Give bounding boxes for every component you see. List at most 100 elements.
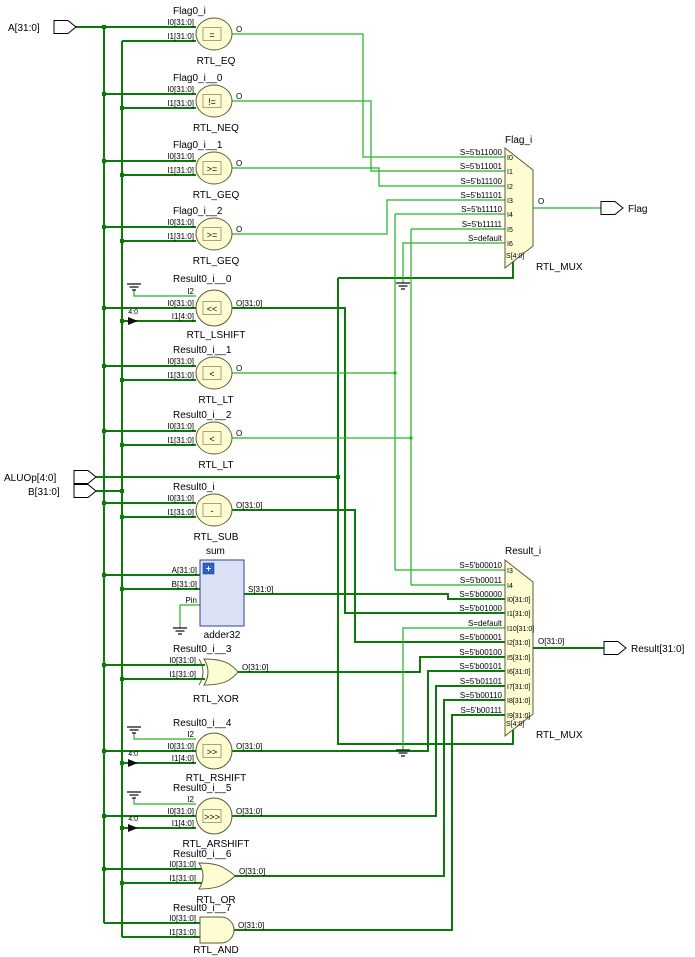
mux-select-label: S=5'b11001 xyxy=(460,162,503,171)
net-and-out[interactable] xyxy=(234,714,505,931)
block-rtl-lt-2[interactable]: Result0_i__2 < I0[31:0] I1[31:0] O RTL_L… xyxy=(167,410,242,471)
net-arshift-out[interactable] xyxy=(232,685,505,817)
block-rtl-arshift[interactable]: Result0_i__5 >>> I2 I0[31:0] I1[4:0] O[3… xyxy=(167,783,262,850)
output-port-icon[interactable] xyxy=(600,201,624,215)
op-symbol: < xyxy=(209,434,214,444)
pin-label-i0: I0[31:0] xyxy=(167,422,194,431)
pin-label-b: B[31:0] xyxy=(172,580,197,589)
block-rtl-rshift[interactable]: Result0_i__4 >> I2 I0[31:0] I1[4:0] O[31… xyxy=(167,718,262,784)
net-lshift-out[interactable] xyxy=(232,307,505,614)
net-gnd-lshift-i2[interactable] xyxy=(133,290,196,297)
net-lt2-out[interactable] xyxy=(232,228,505,586)
pin-label-o: O[31:0] xyxy=(538,637,564,646)
input-port-icon[interactable] xyxy=(73,470,97,484)
input-port-icon[interactable] xyxy=(73,484,97,498)
pin-label-o: O[31:0] xyxy=(242,663,268,672)
block-rtl-lt-1[interactable]: Result0_i__1 < I0[31:0] I1[31:0] O RTL_L… xyxy=(167,345,242,406)
op-body[interactable] xyxy=(195,421,233,455)
net-geq2-out[interactable] xyxy=(232,199,505,235)
block-rtl-lshift[interactable]: Result0_i__0 << I2 I0[31:0] I1[4:0] O[31… xyxy=(167,274,262,341)
pin-label-o: O[31:0] xyxy=(236,807,262,816)
mux-select-label: S=5'b01101 xyxy=(460,677,503,686)
op-body[interactable] xyxy=(195,151,233,185)
block-rtl-and[interactable]: Result0_i__7 I0[31:0] I1[31:0] O[31:0] R… xyxy=(169,903,264,956)
slice-arrow-icon xyxy=(128,759,138,767)
mux-body[interactable] xyxy=(504,146,534,270)
or-gate-body[interactable] xyxy=(198,862,236,890)
pin-label-i0: I0[31:0] xyxy=(167,85,194,94)
port-flag[interactable]: Flag xyxy=(600,201,647,216)
op-symbol: < xyxy=(209,369,214,379)
net-neq-out[interactable] xyxy=(232,100,505,172)
cell-type: RTL_RSHIFT xyxy=(186,773,246,784)
op-body[interactable] xyxy=(195,797,233,835)
port-label: ALUOp[4:0] xyxy=(4,473,56,484)
block-rtl-xor[interactable]: Result0_i__3 I0[31:0] I1[31:0] O[31:0] R… xyxy=(169,644,268,705)
net-sub-out[interactable] xyxy=(232,509,505,643)
mux-select-label: S=5'b11110 xyxy=(461,205,502,214)
pin-label-i1: I1[31:0] xyxy=(167,436,194,445)
net-lt1-out[interactable] xyxy=(232,213,505,571)
op-symbol: >= xyxy=(207,164,218,174)
net-geq1-out[interactable] xyxy=(232,167,505,187)
net-gnd-flagmux[interactable] xyxy=(402,242,505,283)
xor-back-arc xyxy=(198,658,204,686)
pin-label-i0: I0[31:0] xyxy=(167,742,194,751)
port-a[interactable]: A[31:0] xyxy=(8,20,77,35)
pin-label-i2: I2 xyxy=(187,287,194,296)
ground-icon xyxy=(396,749,410,757)
op-body[interactable] xyxy=(195,493,233,527)
net-gnd-resultmux[interactable] xyxy=(402,627,505,750)
port-aluop[interactable]: ALUOp[4:0] xyxy=(4,470,97,485)
block-rtl-geq-1[interactable]: Flag0_i__1 >= I0[31:0] I1[31:0] O RTL_GE… xyxy=(167,140,242,201)
net-gnd-adder-cin[interactable] xyxy=(179,604,200,628)
xor-gate-body[interactable] xyxy=(203,658,239,686)
instance-name: Result0_i__3 xyxy=(173,644,232,655)
block-rtl-or[interactable]: Result0_i__6 I0[31:0] I1[31:0] O[31:0] R… xyxy=(169,849,265,906)
op-body[interactable] xyxy=(195,356,233,390)
net-eq-out[interactable] xyxy=(232,33,505,158)
op-symbol: >>> xyxy=(204,812,220,822)
pin-label-o: O xyxy=(236,364,242,373)
block-adder32[interactable]: sum + A[31:0] B[31:0] Pin S[31:0] adder3… xyxy=(172,546,274,641)
net-adder-sum[interactable] xyxy=(244,593,505,600)
pin-label-i0: I0[31:0] xyxy=(169,656,196,665)
input-port-icon[interactable] xyxy=(53,20,77,34)
port-b[interactable]: B[31:0] xyxy=(28,484,97,499)
block-rtl-geq-2[interactable]: Flag0_i__2 >= I0[31:0] I1[31:0] O RTL_GE… xyxy=(167,206,242,267)
mux-select-label: S=5'b11111 xyxy=(462,220,503,229)
block-rtl-eq[interactable]: Flag0_i = I0[31:0] I1[31:0] O RTL_EQ xyxy=(167,6,242,67)
mux-pin-label: I10[31:0] xyxy=(507,626,534,633)
net-xor-out[interactable] xyxy=(238,656,505,673)
net-rshift-out[interactable] xyxy=(232,670,505,752)
bus-slice-taps: 4:0 4:0 4:0 xyxy=(128,309,138,832)
net-or-out[interactable] xyxy=(235,699,505,877)
op-body[interactable] xyxy=(195,217,233,251)
net-gnd-arshift-i2[interactable] xyxy=(133,798,196,805)
op-body[interactable] xyxy=(195,289,233,327)
instance-name: sum xyxy=(206,546,225,557)
instance-name: Result0_i__1 xyxy=(173,345,232,356)
op-body[interactable] xyxy=(195,17,233,51)
block-rtl-sub[interactable]: Result0_i - I0[31:0] I1[31:0] O[31:0] RT… xyxy=(167,482,262,543)
cell-type: RTL_ARSHIFT xyxy=(182,839,249,850)
cell-type: RTL_LT xyxy=(198,395,233,406)
op-body[interactable] xyxy=(195,84,233,118)
plus-badge-icon xyxy=(202,562,215,575)
port-result[interactable]: Result[31:0] xyxy=(603,641,685,656)
cell-type: RTL_GEQ xyxy=(193,256,240,267)
op-body[interactable] xyxy=(195,732,233,770)
mux-select-label: S=default xyxy=(468,234,503,243)
mux-body[interactable] xyxy=(504,558,534,738)
slice-label: 4:0 xyxy=(128,816,138,823)
mux-pin-label: I2[31:0] xyxy=(507,640,530,647)
block-rtl-neq[interactable]: Flag0_i__0 != I0[31:0] I1[31:0] O RTL_NE… xyxy=(167,73,242,134)
and-gate-body[interactable] xyxy=(199,916,235,944)
output-port-icon[interactable] xyxy=(603,641,627,655)
ground-icon xyxy=(173,627,187,635)
cell-type: RTL_OR xyxy=(196,895,235,906)
net-gnd-rshift-i2[interactable] xyxy=(133,733,196,740)
